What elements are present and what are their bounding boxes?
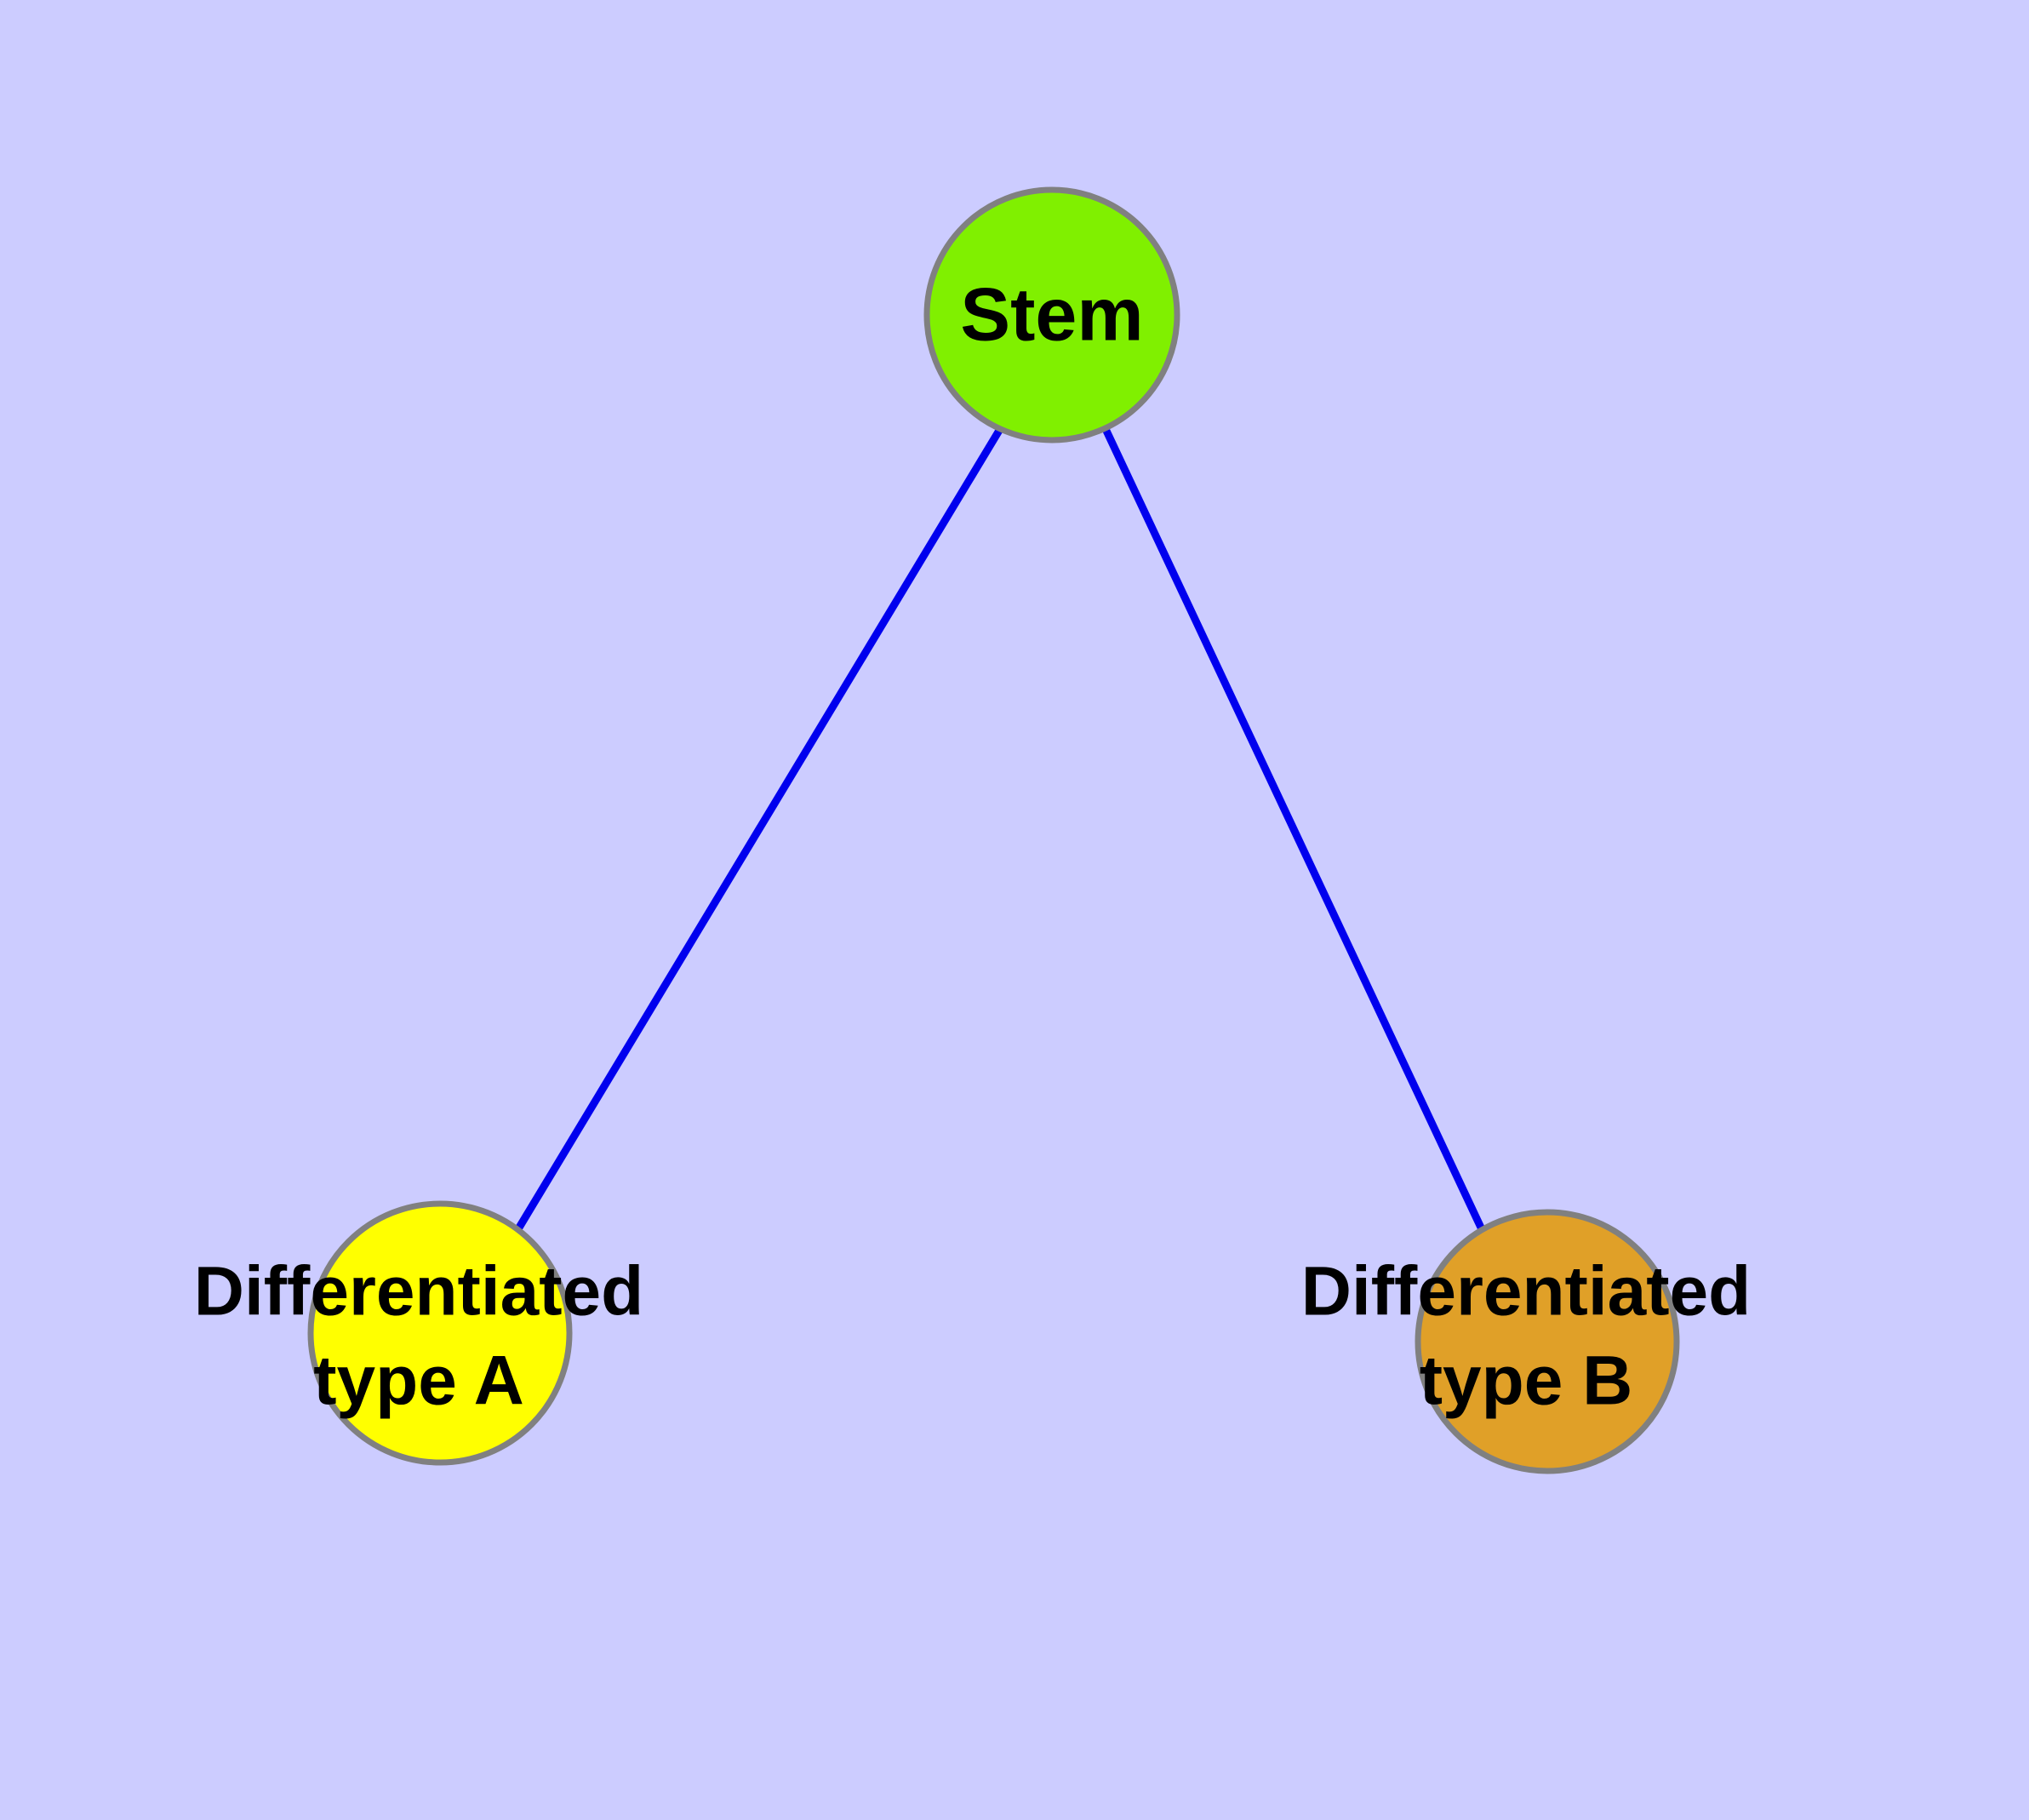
edge-stem-to-differentiated-type-a[interactable]: [516, 426, 1003, 1230]
edge-stem-to-differentiated-type-b[interactable]: [1102, 429, 1485, 1229]
node-differentiated-type-b-circle[interactable]: [1415, 1209, 1680, 1474]
node-differentiated-type-b[interactable]: [1415, 1209, 1680, 1474]
node-differentiated-type-a-label-line2: type A: [313, 1342, 524, 1420]
node-differentiated-type-b-label-line1: Differentiated: [1301, 1253, 1752, 1331]
edge-layer: [516, 426, 1485, 1230]
node-differentiated-type-b-label-line2: type B: [1420, 1342, 1633, 1420]
label-layer: Differentiated type A Differentiated typ…: [194, 1253, 1752, 1420]
node-differentiated-type-a-label-line1: Differentiated: [194, 1253, 644, 1331]
node-stem[interactable]: Stem: [923, 186, 1180, 444]
node-stem-label: Stem: [960, 272, 1143, 356]
node-stem-circle[interactable]: [923, 186, 1180, 444]
node-differentiated-type-a-circle[interactable]: [307, 1200, 573, 1466]
node-layer: Stem: [307, 186, 1680, 1474]
node-differentiated-type-a[interactable]: [307, 1200, 573, 1466]
